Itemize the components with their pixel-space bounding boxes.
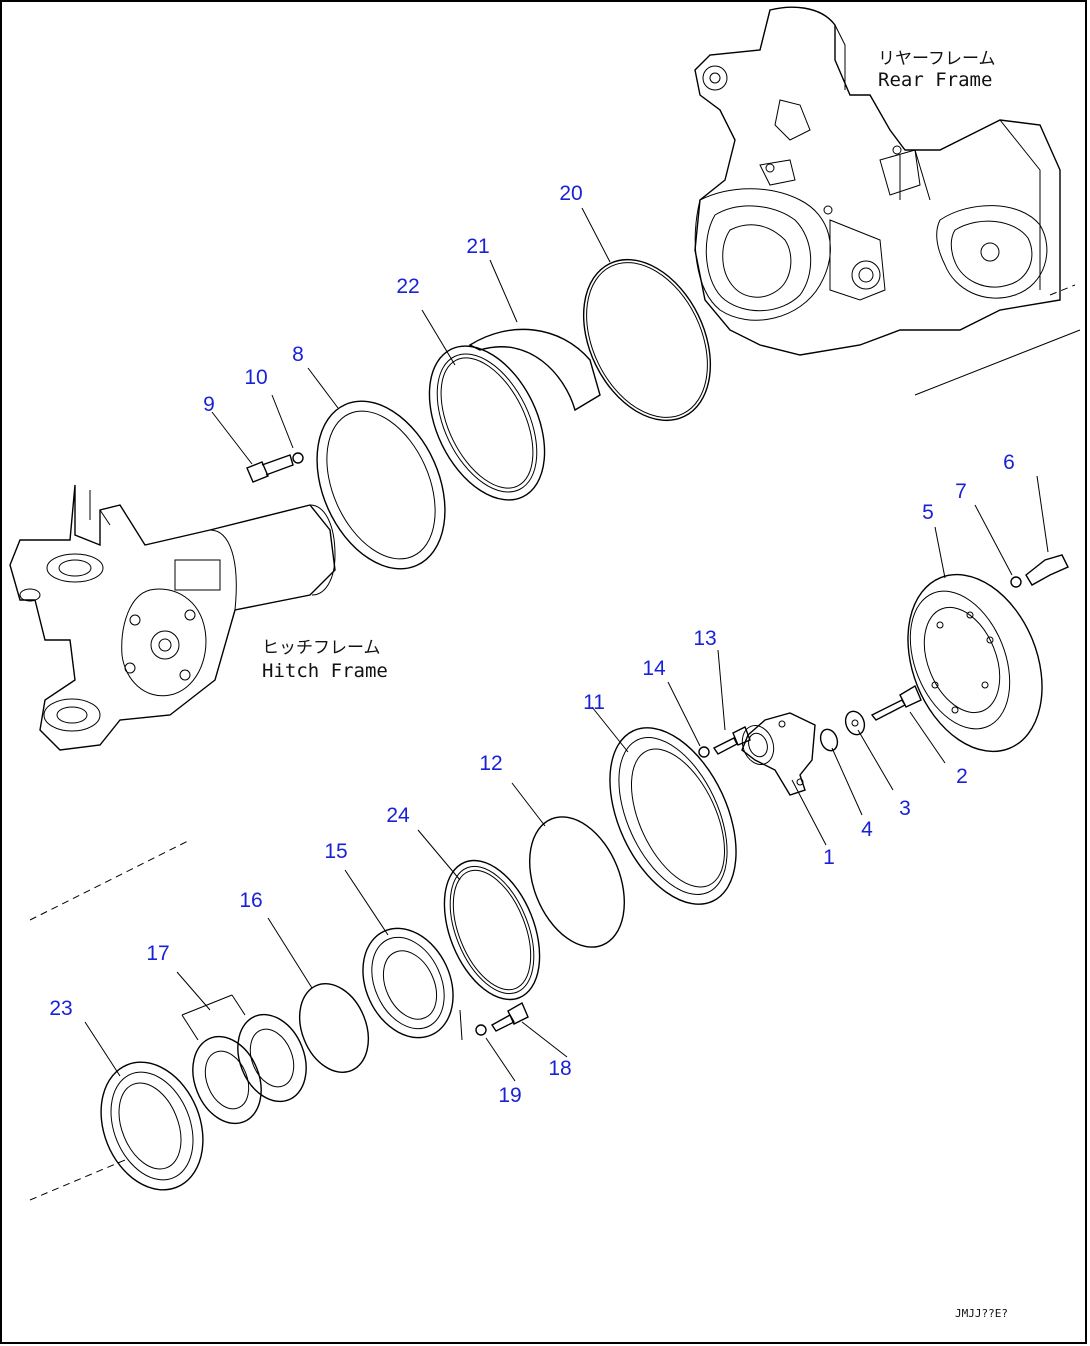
hitch-frame-drawing: [9, 484, 336, 751]
callout-19: 19: [498, 1084, 521, 1107]
part-19-washer: [475, 1024, 487, 1036]
callout-4: 4: [861, 818, 873, 841]
callout-6: 6: [1003, 451, 1015, 474]
callout-3: 3: [899, 797, 911, 820]
leader-lines: [84, 207, 1049, 1082]
drawing-code: JMJJ??E?: [955, 1307, 1008, 1320]
callout-5: 5: [922, 501, 934, 524]
part-4-o-ring: [819, 728, 839, 752]
callout-22: 22: [396, 275, 419, 298]
rear-frame-en-label: Rear Frame: [878, 69, 992, 91]
part-5-brake-disc: [907, 573, 1043, 753]
callout-1: 1: [823, 846, 835, 869]
callout-15: 15: [324, 840, 347, 863]
callout-9: 9: [203, 393, 215, 416]
callout-14: 14: [642, 657, 666, 680]
part-20-o-ring: [582, 258, 712, 422]
callout-12: 12: [479, 752, 502, 775]
rear-frame-jp-label: リヤーフレーム: [878, 49, 995, 69]
callout-2: 2: [956, 765, 968, 788]
part-11-seal-housing: [609, 727, 737, 905]
part-24-seal: [443, 859, 541, 1001]
part-22-bearing-ring: [428, 345, 546, 501]
callout-23: 23: [49, 997, 72, 1020]
part-15-bearing: [362, 927, 454, 1039]
callout-20: 20: [559, 182, 582, 205]
callout-17: 17: [146, 942, 169, 965]
rear-frame-drawing: [694, 6, 1076, 356]
part-16-o-ring: [298, 982, 370, 1074]
part-13-bolt: [712, 726, 751, 755]
callout-numbers: 1 2 3 4 5 6 7 8 9 10 11 12 13 14 15 16 1…: [49, 182, 1015, 1107]
part-21-shim: [468, 328, 601, 412]
part-12-o-ring: [528, 816, 626, 948]
callout-8: 8: [292, 343, 304, 366]
part-7-washer: [1010, 576, 1022, 588]
part-3-washer: [844, 710, 866, 736]
callout-18: 18: [548, 1057, 571, 1080]
part-8-cover: [316, 400, 446, 570]
part-10-washer: [292, 452, 304, 464]
callout-16: 16: [239, 889, 262, 912]
part-6-bolt: [1025, 554, 1069, 586]
part-18-bolt: [490, 1002, 529, 1032]
callout-24: 24: [386, 804, 410, 827]
callout-10: 10: [244, 366, 267, 389]
part-17-plates: [192, 1013, 307, 1125]
part-14-washer: [698, 746, 710, 758]
hitch-frame-en-label: Hitch Frame: [262, 660, 388, 682]
callout-13: 13: [693, 627, 716, 650]
hitch-frame-jp-label: ヒッチフレーム: [262, 638, 381, 658]
part-2-bolt: [870, 684, 922, 721]
part-1-yoke: [741, 712, 816, 796]
callout-11: 11: [583, 691, 605, 714]
part-23-oil-seal: [100, 1061, 204, 1191]
part-9-bolt: [246, 454, 294, 483]
callout-7: 7: [955, 480, 967, 503]
callout-21: 21: [466, 235, 489, 258]
